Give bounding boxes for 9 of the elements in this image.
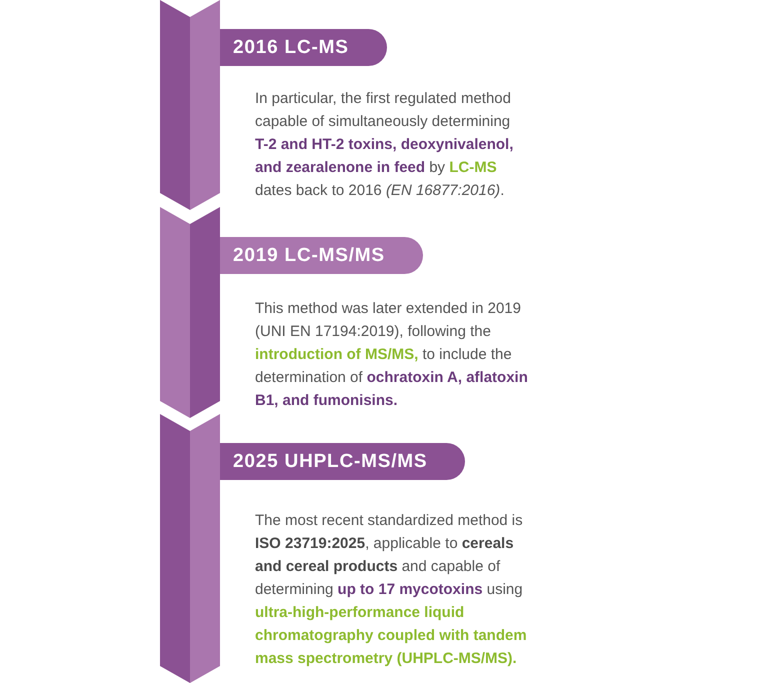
timeline-tab <box>220 443 466 480</box>
tab-heading: 2019 LC-MS/MS <box>233 244 385 266</box>
description-text: The most recent standardized method is ISO 23719:2025, applicable to cereals and cereal products and capable of determining up to 17 mycotoxins using ultra-high-performance liquid chromatography coupled with tandem mass spectrometry (UHPLC-MS/MS). <box>255 511 528 669</box>
timeline-tab <box>220 237 423 274</box>
tab-heading: 2016 LC-MS <box>233 36 349 58</box>
description-text: In particular, the first regulated method capable of simultaneously determining T-2 and HT-2 toxins, deoxynivalenol, and zearalenone in feed by LC-MS dates back to 2016 (EN 16877:2016). <box>255 89 514 201</box>
description-text: This method was later extended in 2019 (UNI EN 17194:2019), following the introduction of MS/MS, to include the determination of ochratoxin A, aflatoxin B1, and fumonisins. <box>255 299 529 411</box>
tab-heading: 2025 UHPLC-MS/MS <box>233 450 428 472</box>
timeline-tab <box>220 29 387 66</box>
